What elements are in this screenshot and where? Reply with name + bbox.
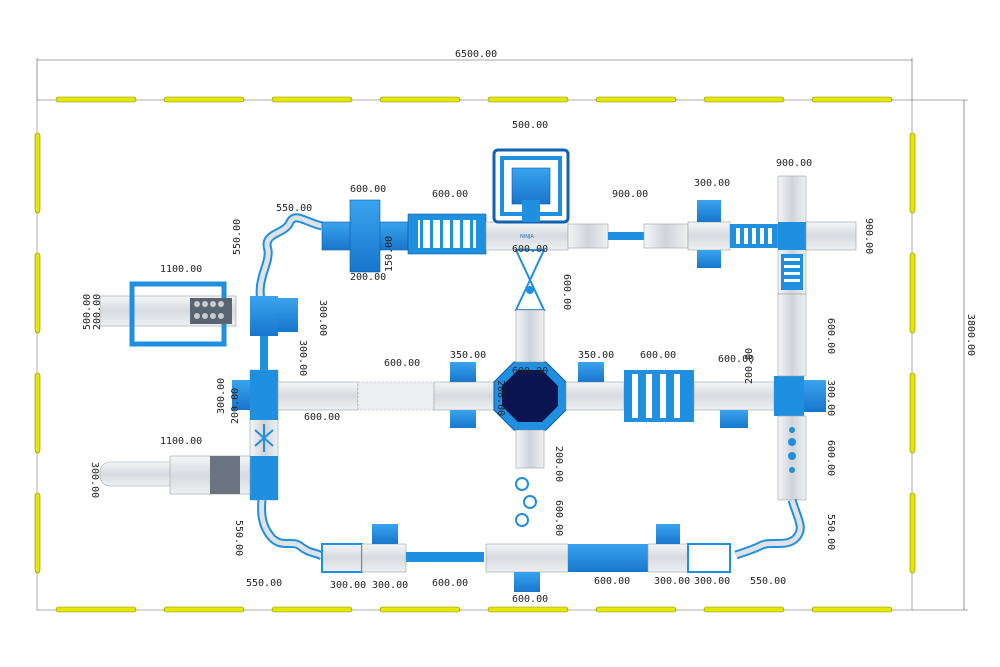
dim-tower-500: 500.00 [512, 120, 548, 131]
dim-slide-nw-h: 550.00 [232, 219, 243, 255]
dim-slide2-1100: 1100.00 [160, 436, 202, 447]
left-side [99, 281, 325, 561]
dim-b-300-r: 300.00 [654, 576, 690, 587]
dim-mid-350-r: 350.00 [578, 350, 614, 361]
dim-slide-nw-w: 550.00 [276, 203, 312, 214]
dim-center-v600: 600.00 [561, 274, 572, 310]
overall-height-label: 3800.00 [965, 314, 976, 356]
dim-mid-600-l2: 600.00 [384, 358, 420, 369]
dim-b-600-r: 600.00 [594, 576, 630, 587]
dim-left-300: 300.00 [317, 300, 328, 336]
dim-b-300: 300.00 [330, 580, 366, 591]
dim-mid-600-r: 600.00 [640, 350, 676, 361]
dim-center-lower-200: 200.00 [553, 446, 564, 482]
dim-b-300-r2: 300.00 [694, 576, 730, 587]
dim-b-300-b: 300.00 [372, 580, 408, 591]
right-column [734, 293, 807, 560]
dim-slide-se-550: 550.00 [825, 514, 836, 550]
dim-bridge-900: 900.00 [612, 189, 648, 200]
dim-slide-sw-550: 550.00 [233, 520, 244, 556]
dim-gap-200: 200.00 [350, 272, 386, 283]
bottom-row [321, 524, 731, 592]
dim-h-150: 150.00 [384, 236, 395, 272]
dim-right-v600-b: 600.00 [825, 440, 836, 476]
dim-mid-350-l: 350.00 [450, 350, 486, 361]
dim-slide2-300: 300.00 [89, 462, 100, 498]
center-column [514, 249, 546, 527]
dim-tramp-500: 500.00 [82, 294, 93, 330]
dim-mid-600-l: 600.00 [304, 412, 340, 423]
dim-corner-900-w: 900.00 [776, 158, 812, 169]
dim-left-200: 200.00 [230, 388, 241, 424]
dim-tower-600: 600.00 [512, 244, 548, 255]
dim-tramp-1100: 1100.00 [160, 264, 202, 275]
top-row: NINJA [255, 148, 857, 307]
dim-block-600-b: 600.00 [432, 189, 468, 200]
dim-cross-200: 200.00 [495, 380, 506, 416]
dim-left-300-b: 300.00 [297, 340, 308, 376]
module-label: NINJA [520, 234, 534, 240]
dim-corner-900-h: 900.00 [863, 218, 874, 254]
buoy-line [34, 96, 916, 613]
dim-w-300-ne: 300.00 [694, 178, 730, 189]
dim-b-550: 550.00 [246, 578, 282, 589]
dim-center-lower-600: 600.00 [553, 500, 564, 536]
dim-right-200: 200.00 [744, 348, 755, 384]
dim-b-600: 600.00 [432, 578, 468, 589]
dim-left-300-c: 300.00 [216, 378, 227, 414]
dimension-labels: 550.00 550.00 600.00 600.00 200.00 150.0… [82, 120, 874, 605]
dim-tramp-200: 200.00 [92, 294, 103, 330]
dim-right-300: 300.00 [825, 380, 836, 416]
dim-b-600-c: 600.00 [512, 594, 548, 605]
middle-row [277, 361, 826, 431]
overall-width-label: 6500.00 [455, 49, 497, 60]
dim-b-550-r: 550.00 [750, 576, 786, 587]
dim-block-600-a: 600.00 [350, 184, 386, 195]
dim-center-600: 600.00 [512, 366, 548, 377]
dim-mid-600-r2: 600.00 [718, 354, 754, 365]
dim-right-v600: 600.00 [825, 318, 836, 354]
boundary-frame [36, 58, 968, 611]
